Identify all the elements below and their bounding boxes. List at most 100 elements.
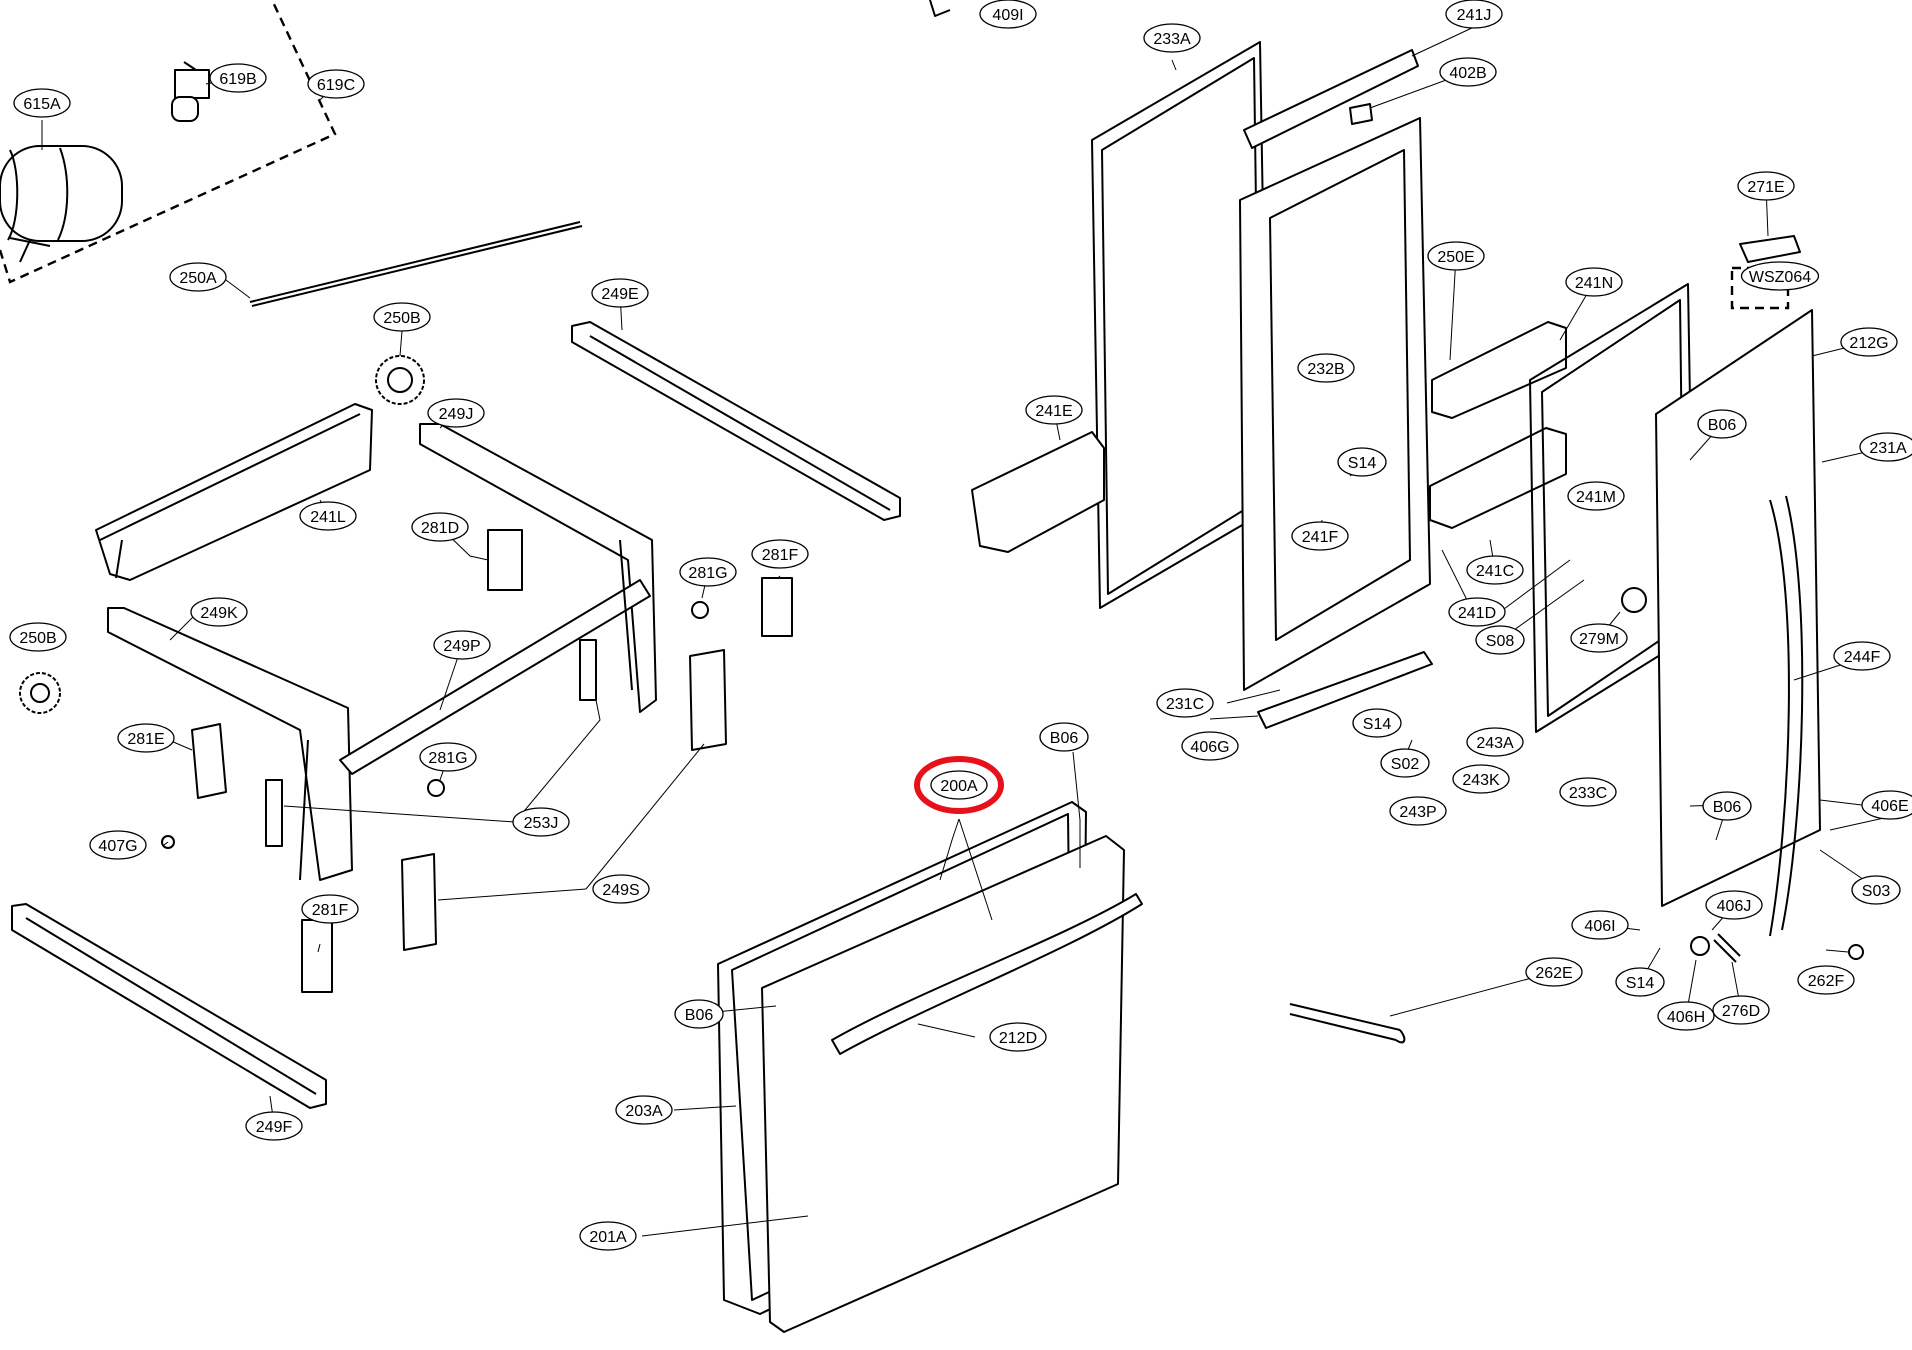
part-label-281F[interactable]: 281F xyxy=(301,894,359,924)
part-label-249E[interactable]: 249E xyxy=(591,278,649,308)
part-label-271E[interactable]: 271E xyxy=(1737,171,1795,201)
label-text: 281G xyxy=(688,565,727,582)
part-label-250A[interactable]: 250A xyxy=(169,262,227,292)
label-bubble xyxy=(1570,623,1628,653)
label-bubble xyxy=(989,1022,1047,1052)
part-label-S03[interactable]: S03 xyxy=(1851,875,1901,905)
label-text: 406G xyxy=(1190,739,1229,756)
part-label-B06[interactable]: B06 xyxy=(1702,791,1752,821)
part-label-262F[interactable]: 262F xyxy=(1797,965,1855,995)
part-label-241F[interactable]: 241F xyxy=(1291,521,1349,551)
part-label-B06[interactable]: B06 xyxy=(674,999,724,1029)
part-label-S14[interactable]: S14 xyxy=(1352,708,1402,738)
part-label-243K[interactable]: 243K xyxy=(1452,764,1510,794)
part-241C-drawing xyxy=(1429,427,1567,529)
part-label-615A[interactable]: 615A xyxy=(13,88,71,118)
label-bubble xyxy=(1567,481,1625,511)
part-label-243A[interactable]: 243A xyxy=(1466,727,1524,757)
part-label-212D[interactable]: 212D xyxy=(989,1022,1047,1052)
part-label-S14[interactable]: S14 xyxy=(1337,447,1387,477)
label-text: 279M xyxy=(1579,631,1619,648)
part-label-233C[interactable]: 233C xyxy=(1559,777,1617,807)
label-text: 231A xyxy=(1869,440,1907,457)
label-text: 249J xyxy=(439,406,474,423)
part-label-241N[interactable]: 241N xyxy=(1565,267,1623,297)
label-text: 271E xyxy=(1747,179,1784,196)
part-label-249S[interactable]: 249S xyxy=(592,874,650,904)
part-label-B06[interactable]: B06 xyxy=(1039,722,1089,752)
label-text: 232B xyxy=(1307,361,1344,378)
part-label-407G[interactable]: 407G xyxy=(89,830,147,860)
part-label-241E[interactable]: 241E xyxy=(1025,395,1083,425)
label-text: 619C xyxy=(317,77,355,94)
part-label-249P[interactable]: 249P xyxy=(433,630,491,660)
label-bubble xyxy=(1466,555,1524,585)
part-label-402B[interactable]: 402B xyxy=(1439,57,1497,87)
part-label-281D[interactable]: 281D xyxy=(411,512,469,542)
label-text: 241J xyxy=(1457,7,1492,24)
label-bubble xyxy=(1840,327,1898,357)
label-text: S08 xyxy=(1486,633,1515,650)
part-label-201A[interactable]: 201A xyxy=(579,1221,637,1251)
part-label-406I[interactable]: 406I xyxy=(1571,910,1629,940)
part-label-243P[interactable]: 243P xyxy=(1389,796,1447,826)
part-label-262E[interactable]: 262E xyxy=(1525,957,1583,987)
label-bubble xyxy=(751,539,809,569)
part-label-233A[interactable]: 233A xyxy=(1143,23,1201,53)
part-label-241M[interactable]: 241M xyxy=(1567,481,1625,511)
part-label-279M[interactable]: 279M xyxy=(1570,623,1628,653)
part-241E-drawing xyxy=(971,431,1105,553)
part-label-232B[interactable]: 232B xyxy=(1297,353,1355,383)
part-label-203A[interactable]: 203A xyxy=(615,1095,673,1125)
label-bubble xyxy=(427,398,485,428)
label-text: 250E xyxy=(1437,249,1474,266)
part-label-619C[interactable]: 619C xyxy=(307,69,365,99)
part-label-200A[interactable]: 200A xyxy=(930,770,988,800)
part-label-281G[interactable]: 281G xyxy=(679,557,737,587)
part-label-276D[interactable]: 276D xyxy=(1712,995,1770,1025)
part-label-250B[interactable]: 250B xyxy=(373,302,431,332)
part-label-241D[interactable]: 241D xyxy=(1448,597,1506,627)
label-text: 241D xyxy=(1458,605,1496,622)
part-label-406J[interactable]: 406J xyxy=(1705,890,1763,920)
part-label-212G[interactable]: 212G xyxy=(1840,327,1898,357)
part-label-WSZ064[interactable]: WSZ064 xyxy=(1740,261,1820,291)
part-label-244F[interactable]: 244F xyxy=(1833,641,1891,671)
label-text: 262F xyxy=(1808,973,1845,990)
part-label-S08[interactable]: S08 xyxy=(1475,625,1525,655)
label-bubble xyxy=(1380,748,1430,778)
part-label-281G[interactable]: 281G xyxy=(419,742,477,772)
part-label-231A[interactable]: 231A xyxy=(1859,432,1912,462)
label-bubble xyxy=(1833,641,1891,671)
part-402B-drawing xyxy=(1349,103,1373,125)
part-label-406H[interactable]: 406H xyxy=(1657,1001,1715,1031)
part-label-241L[interactable]: 241L xyxy=(299,501,357,531)
part-label-281F[interactable]: 281F xyxy=(751,539,809,569)
label-bubble xyxy=(373,302,431,332)
label-text: 407G xyxy=(98,838,137,855)
part-label-S14[interactable]: S14 xyxy=(1615,967,1665,997)
part-label-249J[interactable]: 249J xyxy=(427,398,485,428)
part-label-B06[interactable]: B06 xyxy=(1697,409,1747,439)
part-262E-drawing xyxy=(1289,1003,1406,1044)
part-262F-drawing xyxy=(1848,944,1864,960)
part-label-241C[interactable]: 241C xyxy=(1466,555,1524,585)
part-label-241J[interactable]: 241J xyxy=(1445,0,1503,29)
label-text: 406J xyxy=(1717,898,1752,915)
part-label-S02[interactable]: S02 xyxy=(1380,748,1430,778)
part-label-250E[interactable]: 250E xyxy=(1427,241,1485,271)
part-212D-drawing xyxy=(831,893,1143,1055)
label-bubble xyxy=(1439,57,1497,87)
part-label-249F[interactable]: 249F xyxy=(245,1111,303,1141)
part-label-409I[interactable]: 409I xyxy=(979,0,1037,29)
part-label-406G[interactable]: 406G xyxy=(1181,731,1239,761)
label-text: 281F xyxy=(312,902,349,919)
part-label-249K[interactable]: 249K xyxy=(190,597,248,627)
part-label-619B[interactable]: 619B xyxy=(209,63,267,93)
part-label-253J[interactable]: 253J xyxy=(512,807,570,837)
part-label-231C[interactable]: 231C xyxy=(1156,688,1214,718)
label-text: 250B xyxy=(19,630,56,647)
part-label-406E[interactable]: 406E xyxy=(1861,790,1912,820)
part-label-281E[interactable]: 281E xyxy=(117,723,175,753)
part-label-250B[interactable]: 250B xyxy=(9,622,67,652)
